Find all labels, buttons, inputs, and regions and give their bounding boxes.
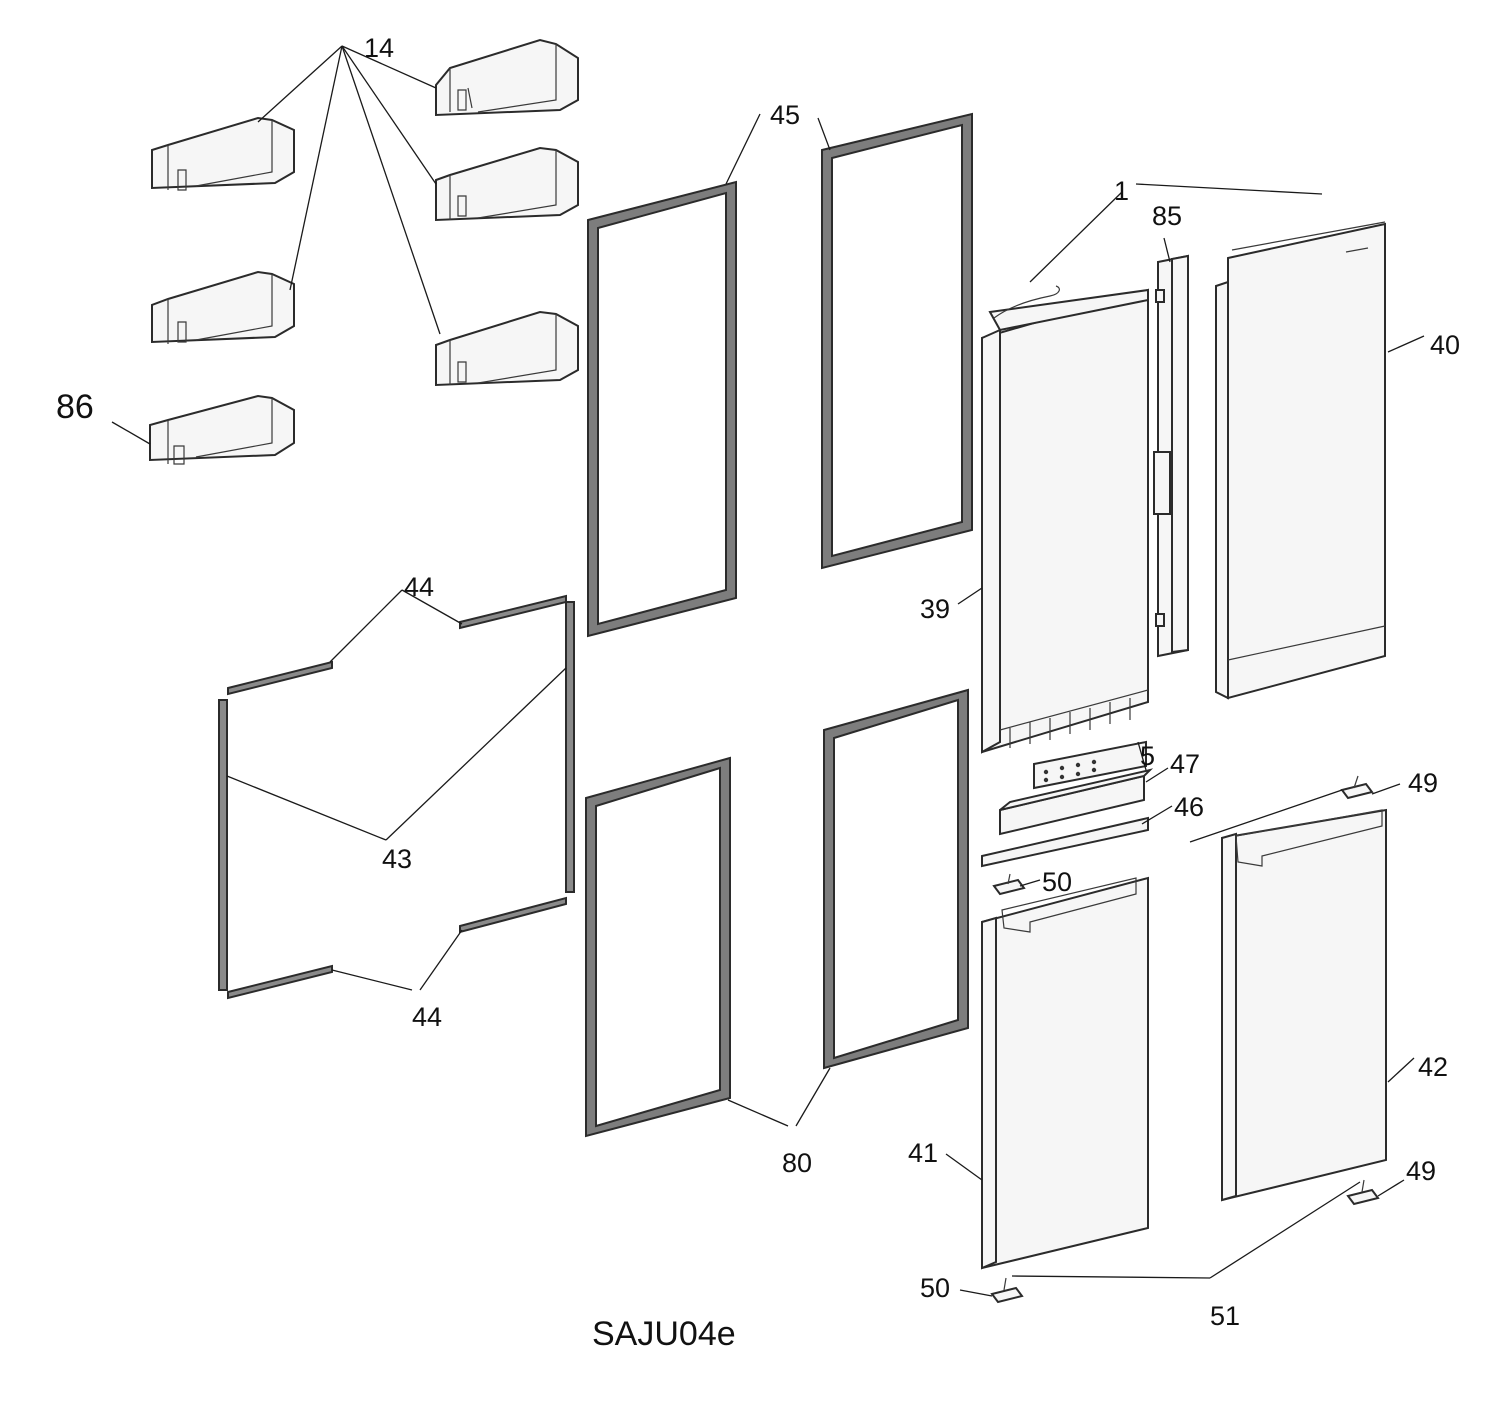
upper-right-door-gasket [821, 112, 973, 570]
callout-43: 43 [382, 844, 412, 874]
upper-left-door-gasket [587, 180, 737, 638]
hinge-49-top [1340, 775, 1374, 800]
callout-80: 80 [782, 1148, 812, 1178]
callout-14: 14 [364, 33, 394, 63]
leader-lines [111, 45, 1425, 1297]
callout-41: 41 [908, 1138, 938, 1168]
lower-door-42 [1221, 808, 1387, 1202]
callout-50-top: 50 [1042, 867, 1072, 897]
trim-strip-5 [981, 816, 1149, 868]
horizontal-strip-44-a [227, 660, 333, 696]
door-bin-left-1 [151, 116, 295, 191]
callout-39: 39 [920, 594, 950, 624]
callout-45: 45 [770, 100, 800, 130]
callout-85: 85 [1152, 201, 1182, 231]
door-bin-bottom-right [435, 310, 579, 387]
horizontal-strip-44-b [459, 594, 567, 630]
callout-86: 86 [56, 388, 94, 426]
lower-right-door-gasket [823, 688, 969, 1070]
callout-49-bottom: 49 [1406, 1156, 1436, 1186]
callout-42: 42 [1418, 1052, 1448, 1082]
door-bin-middle-right [435, 146, 579, 222]
diagram-caption: SAJU04e [592, 1315, 736, 1353]
door-bin-left-2 [151, 270, 295, 344]
vertical-strip-left-43 [218, 699, 228, 991]
callout-51: 51 [1210, 1301, 1240, 1331]
horizontal-strip-44-c [227, 964, 333, 1000]
callout-44-top: 44 [404, 572, 434, 602]
callout-46: 46 [1174, 792, 1204, 822]
door-bin-top-right [435, 38, 579, 117]
hinge-50-top [992, 873, 1026, 896]
control-panel-47 [1033, 740, 1147, 790]
callout-50-bottom: 50 [920, 1273, 950, 1303]
callout-40: 40 [1430, 330, 1460, 360]
callout-49-top: 49 [1408, 768, 1438, 798]
hinge-bar-85 [1153, 254, 1189, 658]
callout-1: 1 [1114, 176, 1129, 206]
hinge-49-bottom [1346, 1179, 1380, 1206]
callout-47: 47 [1170, 749, 1200, 779]
outer-upper-door-40 [1215, 221, 1386, 700]
callout-44-bottom: 44 [412, 1002, 442, 1032]
lower-left-door-gasket [585, 756, 731, 1138]
lower-door-41 [981, 876, 1149, 1270]
callout-5: 5 [1140, 741, 1155, 771]
display-panel-46 [999, 768, 1154, 836]
door-bin-small-86 [149, 394, 295, 465]
inner-upper-door-39 [981, 285, 1149, 754]
horizontal-strip-44-d [459, 896, 567, 934]
vertical-strip-right-43 [565, 601, 575, 893]
hinge-50-bottom [990, 1277, 1024, 1304]
